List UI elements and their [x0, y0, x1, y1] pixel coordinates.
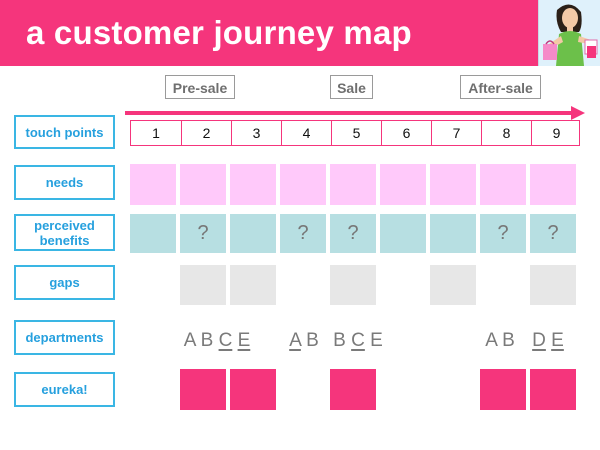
- touch-point-cell: 6: [381, 121, 431, 145]
- benefit-cell: ?: [530, 214, 576, 253]
- dept-group: A B C E: [180, 330, 254, 352]
- benefit-cell: ?: [330, 214, 376, 253]
- phase-after-sale: After-sale: [460, 75, 541, 99]
- timeline-arrow-head-icon: [571, 106, 585, 120]
- eureka-cell: [530, 369, 576, 410]
- department-letter: A: [289, 330, 301, 351]
- department-letter: B: [502, 330, 515, 351]
- department-letter: C: [351, 330, 365, 351]
- touch-points-bar: 1 2 3 4 5 6 7 8 9: [130, 120, 580, 146]
- row-label-touch-points: touch points: [14, 115, 115, 149]
- department-letter: E: [551, 330, 564, 351]
- department-letter: E: [370, 330, 383, 351]
- touch-point-cell: 9: [531, 121, 581, 145]
- row-label-eureka: eureka!: [14, 372, 115, 407]
- touch-point-cell: 1: [152, 125, 160, 141]
- benefit-cell: [230, 214, 276, 253]
- department-letter: A: [485, 330, 497, 351]
- benefit-cell: ?: [480, 214, 526, 253]
- department-letter: E: [237, 330, 251, 351]
- eureka-cell: [330, 369, 376, 410]
- eureka-cell: [480, 369, 526, 410]
- need-cell: [180, 164, 226, 205]
- gap-cell: [530, 265, 576, 305]
- need-cell: [380, 164, 426, 205]
- department-letter: C: [218, 330, 233, 351]
- gap-cell: [230, 265, 276, 305]
- gap-cell: [430, 265, 476, 305]
- page-title: a customer journey map: [26, 14, 412, 51]
- row-label-perceived-benefits: perceived benefits: [14, 214, 115, 251]
- need-cell: [280, 164, 326, 205]
- touch-point-cell: 8: [481, 121, 531, 145]
- gap-cell: [180, 265, 226, 305]
- benefit-cell: [130, 214, 176, 253]
- touch-point-cell: 2: [181, 121, 231, 145]
- eureka-cell: [180, 369, 226, 410]
- phase-pre-sale: Pre-sale: [165, 75, 235, 99]
- need-cell: [530, 164, 576, 205]
- gap-cell: [330, 265, 376, 305]
- dept-group: D E: [530, 330, 566, 352]
- need-cell: [480, 164, 526, 205]
- touch-point-cell: 5: [331, 121, 381, 145]
- row-label-needs: needs: [14, 165, 115, 200]
- need-cell: [130, 164, 176, 205]
- row-label-departments: departments: [14, 320, 115, 355]
- row-label-gaps: gaps: [14, 265, 115, 300]
- need-cell: [430, 164, 476, 205]
- phase-sale: Sale: [330, 75, 373, 99]
- benefit-cell: ?: [180, 214, 226, 253]
- timeline-arrow-line: [125, 111, 573, 115]
- department-letter: D: [532, 330, 546, 351]
- need-cell: [330, 164, 376, 205]
- benefit-cell: [430, 214, 476, 253]
- dept-group: A B: [284, 330, 324, 352]
- department-letter: A: [183, 330, 196, 351]
- need-cell: [230, 164, 276, 205]
- shopper-illustration: [538, 0, 600, 66]
- benefit-cell: ?: [280, 214, 326, 253]
- eureka-cell: [230, 369, 276, 410]
- benefit-cell: [380, 214, 426, 253]
- department-letter: B: [200, 330, 214, 351]
- touch-point-cell: 3: [231, 121, 281, 145]
- dept-group: B C E: [330, 330, 386, 352]
- touch-point-cell: 4: [281, 121, 331, 145]
- dept-group: A B: [480, 330, 520, 352]
- header-bar: a customer journey map: [0, 0, 600, 66]
- department-letter: B: [306, 330, 319, 351]
- department-letter: B: [333, 330, 346, 351]
- touch-point-cell: 7: [431, 121, 481, 145]
